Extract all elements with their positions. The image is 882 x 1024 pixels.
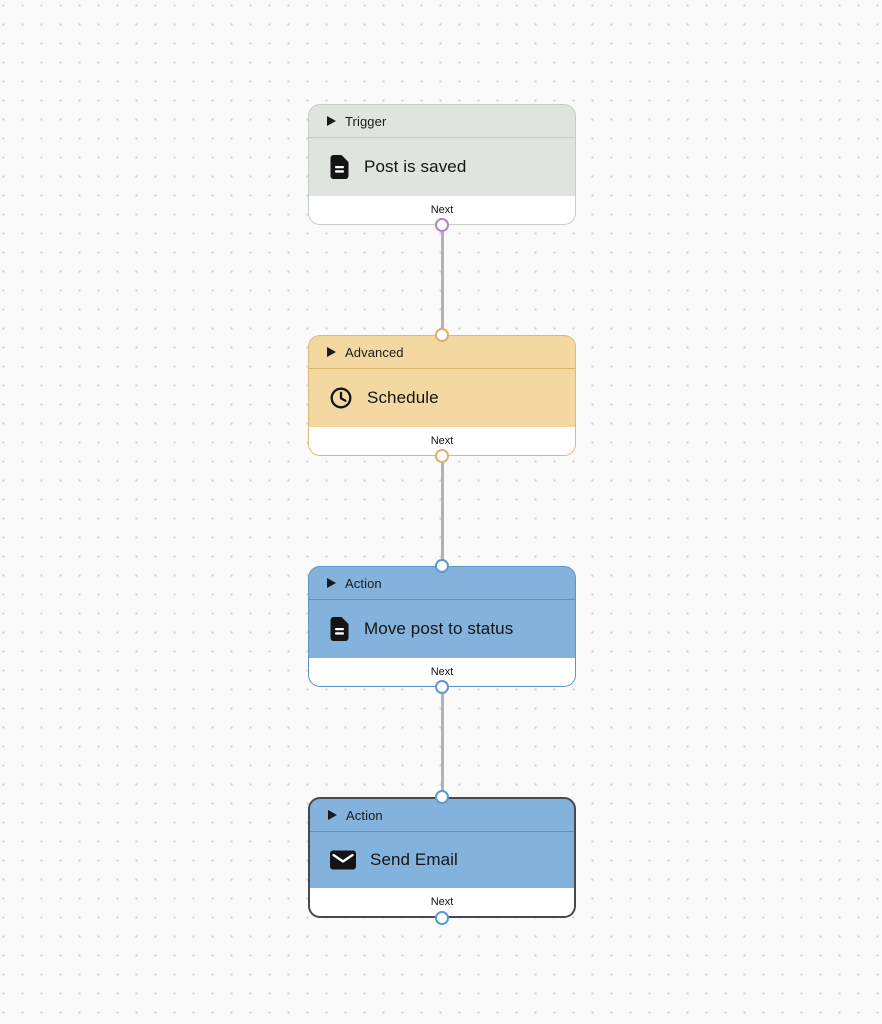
next-label: Next [430, 896, 454, 908]
play-icon [328, 810, 337, 820]
source-handle[interactable] [435, 218, 449, 232]
node-title: Post is saved [364, 157, 467, 176]
document-icon [329, 617, 350, 641]
document-icon [329, 155, 350, 179]
next-label: Next [430, 204, 454, 216]
target-handle[interactable] [435, 790, 449, 804]
node-body: Send Email [310, 832, 574, 888]
node-body: Schedule [309, 369, 575, 427]
source-handle[interactable] [435, 911, 449, 925]
node-advanced-schedule[interactable]: Advanced Schedule Next [308, 328, 576, 463]
node-type-label: Advanced [345, 344, 404, 360]
source-handle[interactable] [435, 680, 449, 694]
node-trigger-post-is-saved[interactable]: Trigger Post is saved Next [308, 104, 576, 232]
source-handle[interactable] [435, 449, 449, 463]
node-header: Action [309, 567, 575, 600]
play-icon [327, 116, 336, 126]
next-label: Next [430, 666, 454, 678]
edge-action-1-to-action-2[interactable] [440, 687, 444, 797]
node-body: Move post to status [309, 600, 575, 658]
node-header: Advanced [309, 336, 575, 369]
edge-trigger-to-advanced[interactable] [440, 225, 444, 335]
envelope-icon [330, 850, 356, 870]
clock-icon [329, 386, 353, 410]
node-header: Trigger [309, 105, 575, 138]
play-icon [327, 347, 336, 357]
node-title: Send Email [370, 850, 458, 869]
node-title: Schedule [367, 388, 439, 407]
node-body: Post is saved [309, 138, 575, 196]
node-header: Action [310, 799, 574, 832]
node-action-move-post-to-status[interactable]: Action Move post to status Next [308, 559, 576, 694]
node-action-send-email[interactable]: Action Send Email Next [308, 790, 576, 925]
node-type-label: Trigger [345, 113, 387, 129]
node-box: Action Send Email Next [308, 797, 576, 918]
node-box: Trigger Post is saved Next [308, 104, 576, 225]
node-type-label: Action [345, 575, 382, 591]
play-icon [327, 578, 336, 588]
target-handle[interactable] [435, 559, 449, 573]
node-title: Move post to status [364, 619, 514, 638]
node-type-label: Action [346, 807, 383, 823]
target-handle[interactable] [435, 328, 449, 342]
next-label: Next [430, 435, 454, 447]
node-box: Action Move post to status Next [308, 566, 576, 687]
edge-advanced-to-action-1[interactable] [440, 456, 444, 566]
node-box: Advanced Schedule Next [308, 335, 576, 456]
